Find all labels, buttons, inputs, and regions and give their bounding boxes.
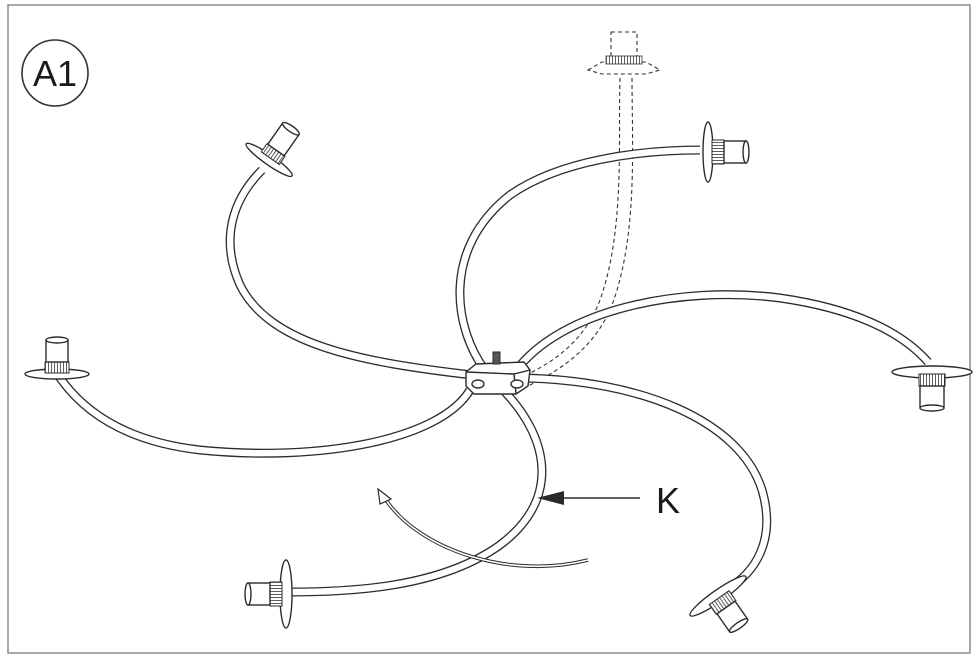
step-label-circle <box>21 39 89 107</box>
diagram-frame <box>7 4 971 654</box>
hanging-rod <box>519 77 634 387</box>
part-k-label: K <box>656 480 680 521</box>
lamp-holder-upper-right <box>702 121 750 183</box>
arm-upper-right <box>455 145 701 373</box>
rotation-arrow <box>377 487 589 568</box>
hub-socket <box>510 379 524 389</box>
hub-socket <box>471 379 485 389</box>
hub-threaded-stud <box>492 351 501 365</box>
lamp-holder-upper-left <box>245 121 301 178</box>
arm-right <box>511 290 932 375</box>
lamp-holder-left <box>24 336 90 380</box>
lamp-holder-right <box>891 365 973 412</box>
step-label-text: A1 <box>33 53 77 94</box>
lamp-holder-lower-left <box>244 559 293 629</box>
central-hub <box>465 351 531 395</box>
leader-arrowhead <box>537 491 564 505</box>
arm-lower-right <box>521 373 772 597</box>
arm-upper-left <box>225 166 473 380</box>
ceiling-canopy <box>586 31 662 75</box>
arm-lower-left <box>289 388 547 597</box>
arm-left <box>54 372 474 458</box>
step-label: A1 <box>21 39 89 107</box>
lamp-holder-lower-right <box>689 575 749 633</box>
rotation-arrowhead <box>377 487 393 505</box>
part-k-callout: K <box>537 480 680 521</box>
